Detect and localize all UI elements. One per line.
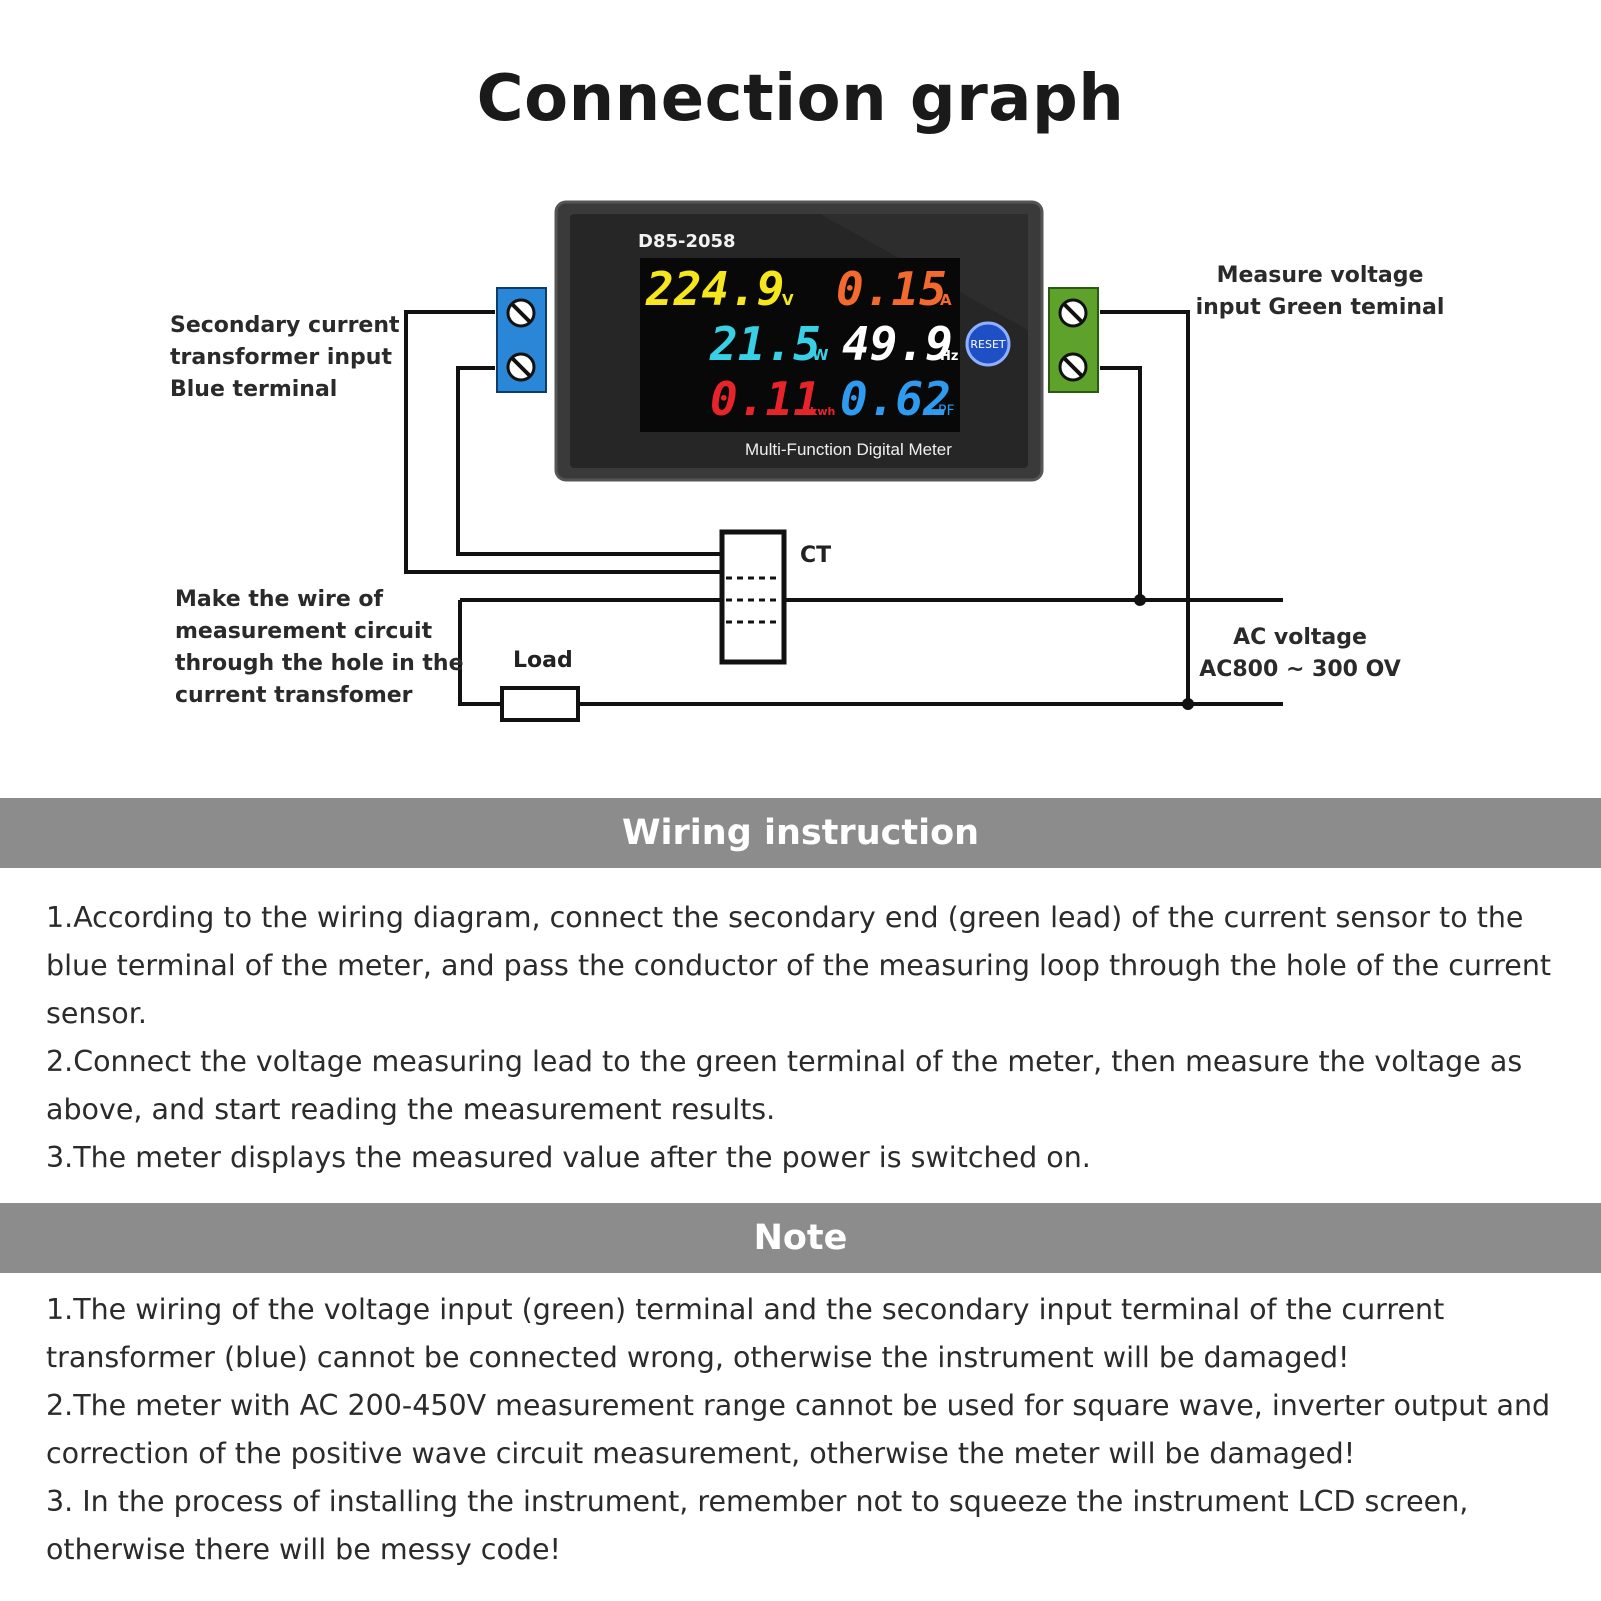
list-item: 3.The meter displays the measured value … bbox=[46, 1141, 1091, 1174]
energy-reading: 0.11 bbox=[710, 372, 821, 426]
wiring-instruction-heading: Wiring instruction bbox=[0, 798, 1601, 868]
measure-voltage-label: Measure voltage input Green teminal bbox=[1195, 263, 1445, 320]
note-list: 1.The wiring of the voltage input (green… bbox=[46, 1286, 1566, 1574]
reset-button[interactable]: RESET bbox=[965, 321, 1011, 367]
junction-dot bbox=[1134, 594, 1146, 606]
list-item: 1.The wiring of the voltage input (green… bbox=[46, 1293, 1445, 1374]
lcd-screen bbox=[640, 258, 960, 432]
meter-caption: Multi-Function Digital Meter bbox=[745, 440, 952, 459]
meter-model: D85-2058 bbox=[638, 231, 736, 252]
current-transformer bbox=[719, 529, 787, 665]
blue-terminal bbox=[496, 287, 547, 393]
voltage-unit: V bbox=[782, 291, 794, 309]
power-factor-unit: PF bbox=[938, 403, 955, 419]
load-label: Load bbox=[513, 648, 573, 673]
junction-dot bbox=[1182, 698, 1194, 710]
secondary-terminal-label: Secondary current transformer input Blue… bbox=[170, 313, 400, 402]
energy-unit: kwh bbox=[810, 405, 835, 418]
list-item: 1.According to the wiring diagram, conne… bbox=[46, 901, 1552, 1030]
list-item: 2.Connect the voltage measuring lead to … bbox=[46, 1045, 1523, 1126]
wire-through-ct-label: Make the wire of measurement circuit thr… bbox=[175, 587, 464, 708]
power-reading: 21.5 bbox=[709, 317, 821, 371]
digital-meter: D85-2058 224.9 V 0.15 A 21.5 W 49.9 Hz 0… bbox=[554, 200, 1044, 482]
note-heading: Note bbox=[0, 1203, 1601, 1273]
svg-text:RESET: RESET bbox=[970, 338, 1006, 351]
ct-label: CT bbox=[800, 543, 831, 568]
frequency-unit: Hz bbox=[940, 349, 958, 364]
page-title: Connection graph bbox=[476, 62, 1125, 136]
power-factor-reading: 0.62 bbox=[840, 372, 951, 426]
current-reading: 0.15 bbox=[836, 262, 947, 316]
voltage-reading: 224.9 bbox=[645, 262, 784, 316]
load-resistor bbox=[500, 686, 580, 722]
wiring-instruction-list: 1.According to the wiring diagram, conne… bbox=[46, 894, 1566, 1182]
wiring-diagram: D85-2058 224.9 V 0.15 A 21.5 W 49.9 Hz 0… bbox=[404, 200, 1283, 722]
current-unit: A bbox=[940, 291, 952, 309]
green-terminal bbox=[1048, 287, 1099, 393]
list-item: 2.The meter with AC 200-450V measurement… bbox=[46, 1389, 1551, 1470]
frequency-reading: 49.9 bbox=[842, 317, 953, 371]
power-unit: W bbox=[812, 346, 829, 364]
ac-voltage-label: AC voltage AC800 ~ 300 OV bbox=[1199, 625, 1401, 682]
list-item: 3. In the process of installing the inst… bbox=[46, 1485, 1469, 1566]
